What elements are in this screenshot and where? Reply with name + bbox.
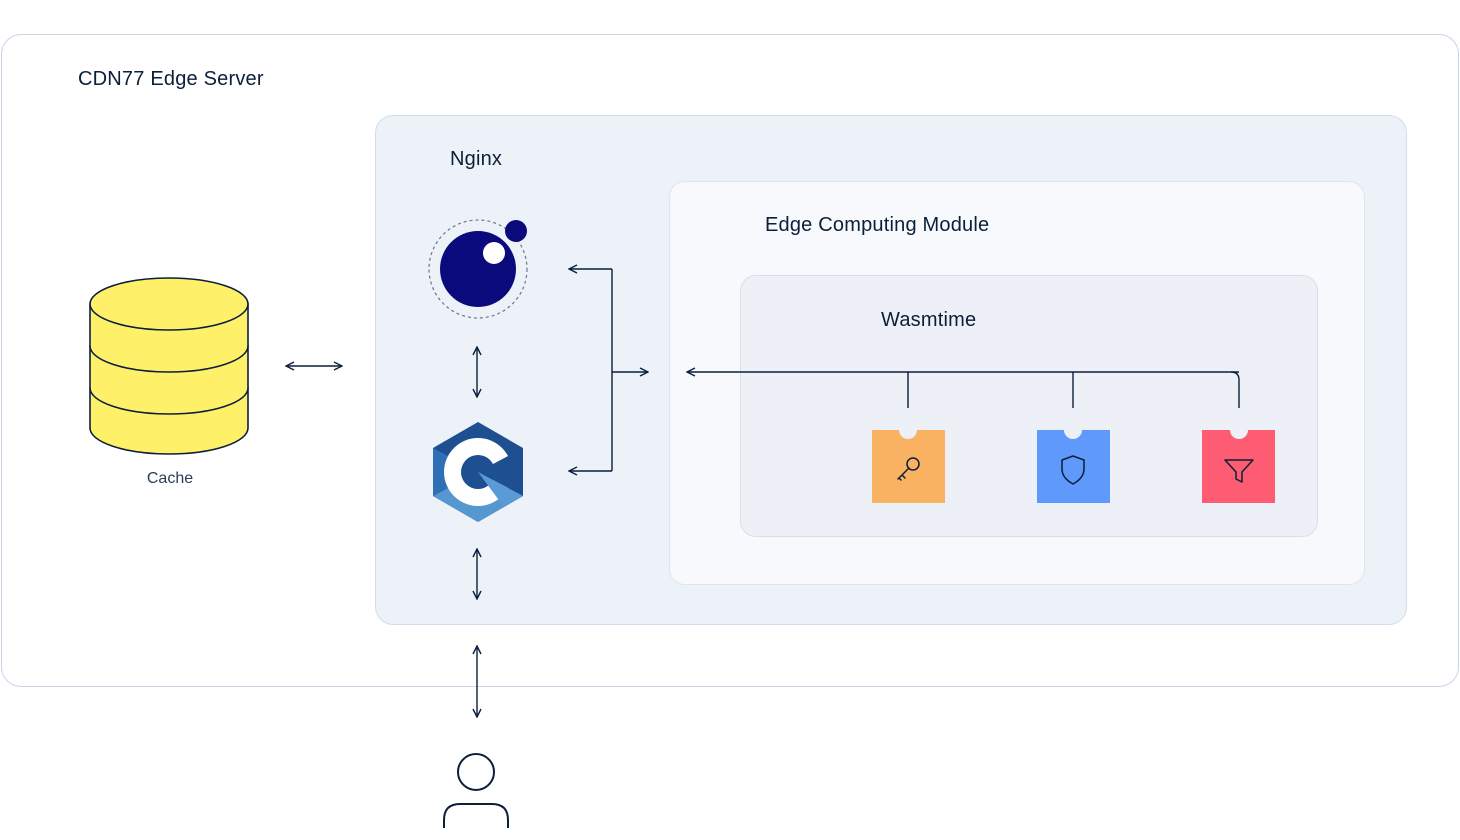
wasmtime-title: Wasmtime <box>881 309 977 331</box>
filter-icon <box>1202 421 1275 503</box>
wasmtime-bus <box>687 372 1240 408</box>
nginx-title: Nginx <box>450 148 503 170</box>
edge-server-title: CDN77 Edge Server <box>78 68 264 90</box>
openresty-logo-icon <box>428 219 528 319</box>
edge-computing-module-title: Edge Computing Module <box>765 214 990 236</box>
user-icon <box>443 753 509 828</box>
cache-label: Cache <box>146 470 194 487</box>
nginx-module-connector <box>569 269 648 471</box>
database-icon <box>89 277 249 455</box>
shield-icon <box>1037 421 1110 503</box>
c-language-logo-icon <box>433 422 523 522</box>
key-icon <box>872 421 945 503</box>
